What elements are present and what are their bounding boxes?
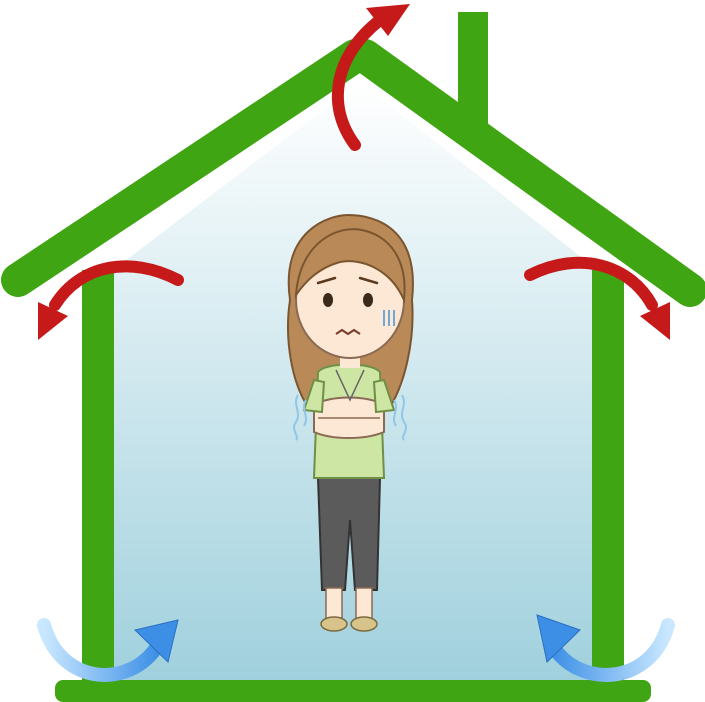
floor [55,680,651,702]
right-shoe [351,617,377,631]
right-wall [592,270,624,685]
left-wall [82,270,114,685]
right-eye [363,293,373,307]
left-shoe [321,617,347,631]
left-eye [323,293,333,307]
